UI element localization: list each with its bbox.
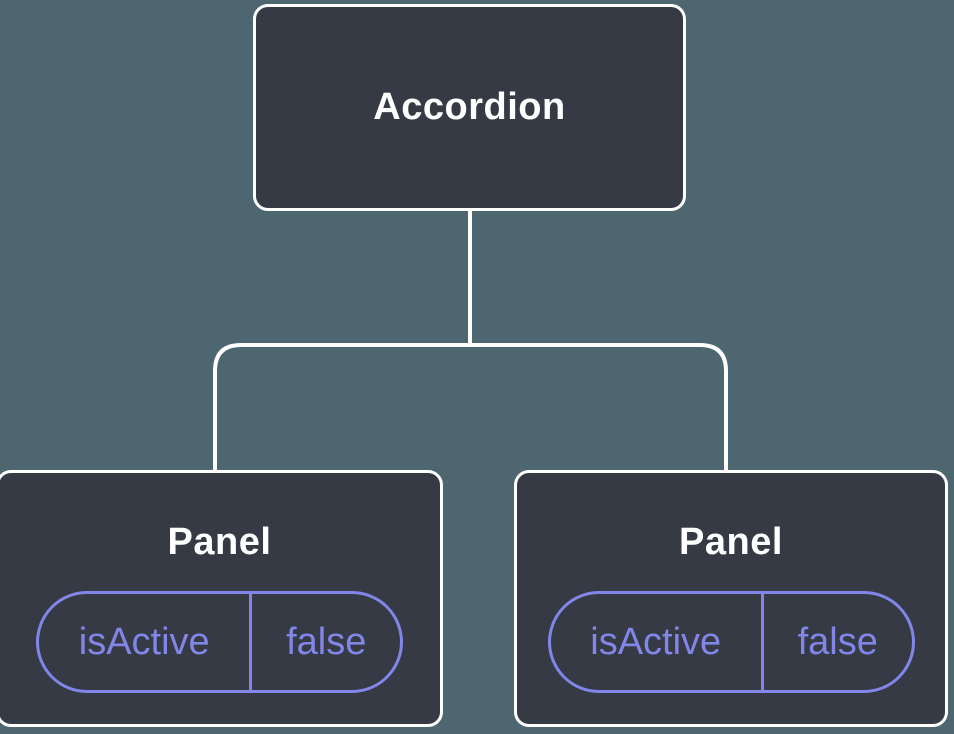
node-label: Panel	[679, 521, 783, 563]
state-value: false	[797, 620, 878, 663]
state-name: isActive	[551, 594, 764, 690]
node-label: Panel	[167, 521, 272, 563]
tree-node-panel-left: Panel isActive false	[0, 470, 443, 727]
tree-node-panel-right: Panel isActive false	[514, 470, 948, 727]
state-value: false	[286, 620, 367, 663]
state-name: isActive	[39, 594, 253, 690]
state-pill: isActive false	[547, 591, 915, 693]
tree-node-accordion: Accordion	[253, 4, 686, 211]
state-pill: isActive false	[36, 591, 403, 693]
node-label: Accordion	[373, 86, 566, 128]
connector-bracket	[213, 343, 728, 472]
